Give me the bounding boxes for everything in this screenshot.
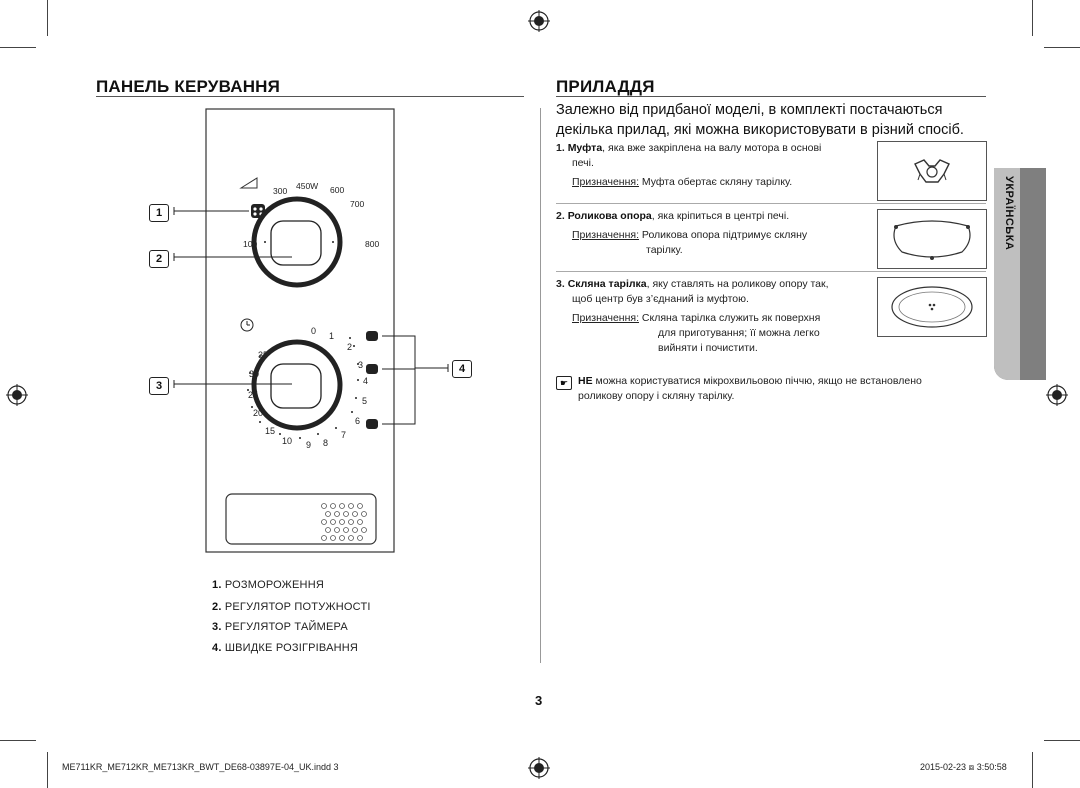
crop-mark	[47, 752, 48, 788]
timer-label: 15	[265, 426, 275, 436]
registration-mark-top	[528, 10, 550, 32]
footer-file-info: ME711KR_ME712KR_ME713KR_BWT_DE68-03897E-…	[62, 762, 339, 772]
legend-item: 2. РЕГУЛЯТОР ПОТУЖНОСТІ	[212, 601, 371, 613]
quick-reheat-icons	[366, 331, 378, 429]
timer-label: 4	[363, 376, 368, 386]
power-label: 300	[273, 186, 287, 196]
glass-tray-icon	[891, 286, 973, 328]
roller-ring-icon	[893, 220, 971, 258]
intro-text: Залежно від придбаної моделі, в комплект…	[556, 102, 964, 138]
registration-mark-left	[6, 384, 28, 406]
power-label: 800	[365, 239, 379, 249]
legend-item: 3. РЕГУЛЯТОР ТАЙМЕРА	[212, 621, 348, 633]
clock-icon	[240, 318, 254, 332]
timer-label: 3	[358, 360, 363, 370]
power-label: 600	[330, 185, 344, 195]
timer-label: 9	[306, 440, 311, 450]
crop-mark	[0, 740, 36, 741]
timer-label: 1	[329, 331, 334, 341]
note-text: НЕ можна користуватися мікрохвильовою пі…	[578, 375, 922, 402]
timer-label: 35	[258, 350, 268, 360]
glass-tray-image	[877, 277, 987, 337]
timer-label: 20	[253, 408, 263, 418]
registration-mark-right	[1046, 384, 1068, 406]
accessory-item-coupler: 1. Муфта, яка вже закріплена на валу мот…	[556, 142, 822, 188]
callout-4-bracket	[382, 335, 416, 425]
crop-mark	[1044, 47, 1080, 48]
control-panel-title: ПАНЕЛЬ КЕРУВАННЯ	[96, 77, 281, 96]
page-number: 3	[535, 693, 543, 708]
note-hand-icon: ☛	[556, 376, 572, 390]
timer-label: 30	[249, 369, 259, 379]
coupler-icon	[914, 159, 950, 183]
crop-mark	[1032, 0, 1033, 36]
callout-4: 4	[452, 360, 472, 378]
footer-timestamp: 2015-02-23 ⧈ 3:50:58	[920, 762, 1007, 772]
timer-label: 10	[282, 436, 292, 446]
right-title-rule	[556, 96, 986, 97]
roller-ring-image	[877, 209, 987, 269]
left-title-rule	[96, 96, 524, 97]
crop-mark	[0, 47, 36, 48]
timer-label: 7	[341, 430, 346, 440]
language-tab-label: УКРАЇНСЬКА	[1003, 176, 1015, 251]
legend-item: 4. ШВИДКЕ РОЗІГРІВАННЯ	[212, 642, 359, 654]
timer-label: 0	[311, 326, 316, 336]
item-divider	[556, 271, 986, 272]
power-label: 100	[243, 239, 257, 249]
timer-label: 2	[347, 342, 352, 352]
power-label: 700	[350, 199, 364, 209]
timer-label: 25	[248, 390, 258, 400]
timer-label: 5	[362, 396, 367, 406]
item-divider	[556, 203, 986, 204]
accessory-item-glass-tray: 3. Скляна тарілка, яку ставлять на ролик…	[556, 278, 829, 354]
power-ramp-icon	[239, 177, 258, 189]
crop-mark	[47, 0, 48, 36]
power-dial	[251, 196, 343, 288]
language-tab	[994, 168, 1046, 380]
accessory-item-roller-ring: 2. Роликова опора, яка кріпиться в центр…	[556, 210, 808, 256]
callout-3: 3	[149, 377, 169, 395]
legend-item: 1. РОЗМОРОЖЕННЯ	[212, 579, 324, 591]
timer-label: 6	[355, 416, 360, 426]
crop-mark	[1032, 752, 1033, 788]
registration-mark-bottom	[528, 757, 550, 779]
callout-1: 1	[149, 204, 169, 222]
callout-2: 2	[149, 250, 169, 268]
accessories-title: ПРИЛАДДЯ	[556, 77, 655, 96]
vent-window	[225, 493, 377, 545]
crop-mark	[1044, 740, 1080, 741]
coupler-image	[877, 141, 987, 201]
power-label: 450W	[296, 181, 318, 191]
column-divider	[540, 108, 541, 663]
control-panel-diagram: 100 300 450W 600 700 800 0 1 2 3 4 5 6 7…	[173, 108, 449, 553]
timer-label: 8	[323, 438, 328, 448]
panel-outline	[205, 108, 395, 553]
timer-dial	[251, 339, 343, 431]
